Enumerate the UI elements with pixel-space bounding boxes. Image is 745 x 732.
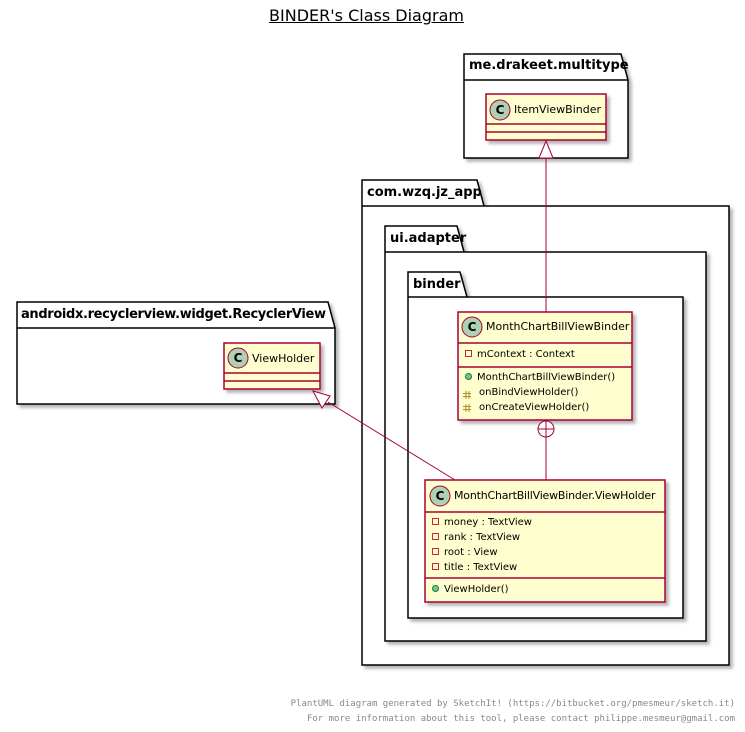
private-visibility-icon — [432, 562, 439, 570]
class-name-month-binder: MonthChartBillViewBinder — [486, 320, 630, 333]
class-field: money : TextView — [432, 517, 532, 528]
private-visibility-icon — [432, 547, 439, 555]
class-method: ViewHolder() — [432, 584, 509, 595]
class-field: title : TextView — [432, 562, 517, 573]
svg-text:C: C — [496, 103, 505, 117]
nesting-edge — [537, 420, 555, 480]
circle-c-icon: C — [461, 316, 483, 338]
svg-text:C: C — [436, 489, 445, 503]
class-field: root : View — [432, 547, 498, 558]
public-visibility-icon — [432, 584, 439, 592]
svg-text:C: C — [234, 351, 243, 365]
private-visibility-icon — [432, 532, 439, 540]
circle-c-icon: C — [227, 347, 249, 369]
class-method: MonthChartBillViewBinder() — [465, 372, 615, 383]
private-visibility-icon — [465, 349, 472, 357]
class-field: rank : TextView — [432, 532, 520, 543]
package-name-app: com.wzq.jz_app — [367, 185, 482, 200]
circle-c-icon: C — [489, 99, 511, 121]
class-name-view-holder: ViewHolder — [252, 352, 315, 365]
inheritance-edge-viewholder — [312, 390, 456, 481]
protected-visibility-icon — [463, 391, 471, 412]
package-name-adapter: ui.adapter — [390, 231, 467, 246]
circle-c-icon: C — [429, 485, 451, 507]
diagram-title: BINDER's Class Diagram — [269, 6, 464, 25]
package-name-multitype: me.drakeet.multitype — [469, 58, 629, 73]
footer-line-2: For more information about this tool, pl… — [306, 714, 735, 724]
class-month-binder[interactable] — [457, 311, 633, 421]
public-visibility-icon — [465, 372, 472, 380]
svg-text:C: C — [468, 320, 477, 334]
class-method: onCreateViewHolder() — [479, 402, 590, 413]
package-name-recyclerview: androidx.recyclerview.widget.RecyclerVie… — [21, 307, 326, 322]
class-name-item-view-binder: ItemViewBinder — [514, 103, 601, 116]
class-method: onBindViewHolder() — [479, 387, 579, 398]
class-month-view-holder[interactable] — [424, 479, 666, 603]
inheritance-edge-itemviewbinder — [538, 139, 554, 312]
class-field: mContext : Context — [465, 349, 575, 360]
package-name-binder: binder — [413, 277, 461, 292]
footer-line-1: PlantUML diagram generated by SketchIt! … — [290, 699, 735, 709]
private-visibility-icon — [432, 517, 439, 525]
class-name-month-view-holder: MonthChartBillViewBinder.ViewHolder — [454, 489, 656, 502]
